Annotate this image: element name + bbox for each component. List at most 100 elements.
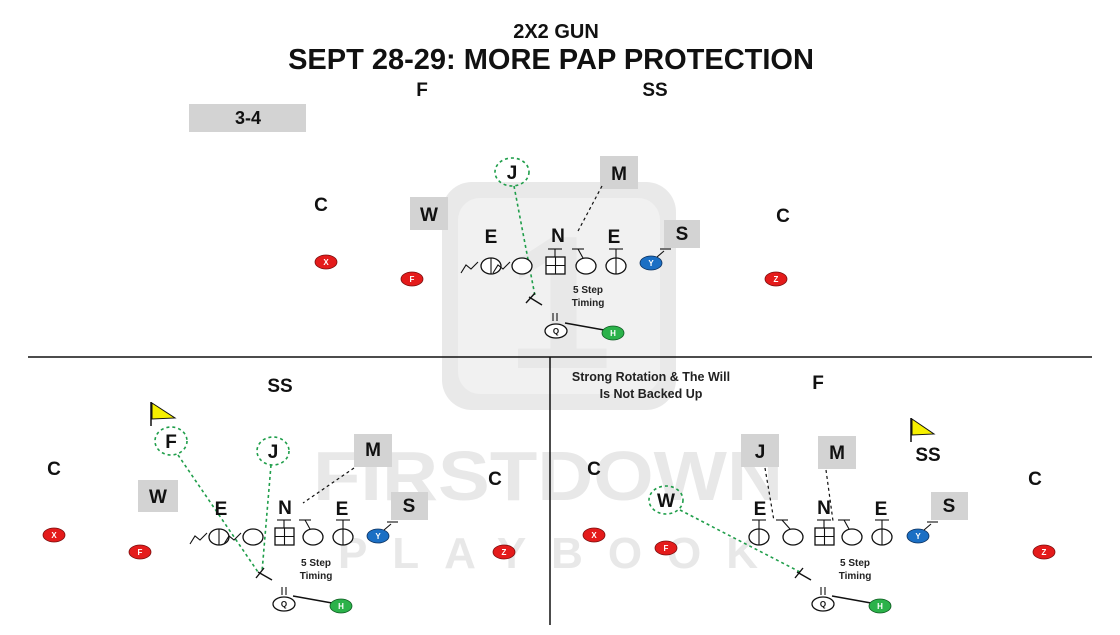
br-nose-label: N [817, 498, 831, 519]
br-receiver-z-label: Z [1042, 548, 1047, 557]
bl-halfback [329, 598, 353, 614]
br-mike-box [818, 436, 856, 469]
bl-nose-label: N [278, 498, 292, 519]
top-sam-label: S [676, 224, 689, 245]
bl-timing-note-line1: 5 Step [301, 558, 331, 569]
br-mike-read-line [825, 469, 834, 522]
top-will-box [410, 197, 448, 230]
br-receiver-f-label: F [664, 544, 669, 553]
br-offensive-line [748, 519, 893, 546]
br-mike-label: M [829, 443, 845, 464]
bl-jack-zone [256, 436, 290, 466]
br-strong-safety-label: SS [915, 445, 940, 466]
br-free-safety-label: F [812, 373, 824, 394]
bl-strong-safety-label: SS [267, 376, 292, 397]
br-will-label: W [657, 491, 675, 512]
br-will-zone [648, 485, 684, 515]
br-lg [782, 528, 804, 546]
br-timing-note-line2: Timing [839, 571, 872, 582]
bl-timing-note-line2: Timing [300, 571, 333, 582]
br-end-right-label: E [875, 499, 888, 520]
br-quarterback-label: Q [820, 600, 826, 609]
bl-lg [242, 528, 264, 546]
bottom-right-diagram: Strong Rotation & The Will Is Not Backed… [572, 370, 1056, 614]
bottom-left-diagram: SS F J M C C W E N E S [42, 376, 516, 614]
top-timing-note-line1: 5 Step [573, 285, 603, 296]
top-corner-right-label: C [776, 206, 790, 227]
top-will-label: W [420, 205, 438, 226]
br-jack-box [741, 434, 779, 467]
br-timing-note-line1: 5 Step [840, 558, 870, 569]
br-halfback-label: H [877, 602, 883, 611]
top-rg [575, 257, 597, 275]
br-corner-right-label: C [1028, 469, 1042, 490]
top-timing-note-line2: Timing [572, 298, 605, 309]
top-jack-drop-line [513, 185, 536, 297]
top-receiver-f [400, 271, 424, 287]
bl-will-box [138, 480, 178, 512]
bl-mike-read-line [302, 467, 355, 504]
top-sam-box [664, 220, 700, 248]
bl-quarterback [272, 596, 296, 612]
bl-free-safety-label: F [165, 432, 177, 453]
br-quarterback [811, 596, 835, 612]
top-diagram: 3-4 F SS C C W J M E N E S [189, 80, 790, 341]
bl-corner-left-label: C [47, 459, 61, 480]
bl-will-label: W [149, 487, 167, 508]
br-will-drop-line [679, 509, 801, 573]
play-formation-subtitle: 2X2 GUN [513, 21, 599, 43]
br-receiver-x [582, 527, 606, 543]
top-tight-end-y [639, 255, 663, 271]
bl-tight-end-y [366, 528, 390, 544]
top-end-left-label: E [485, 227, 498, 248]
top-tight-end-y-label: Y [648, 259, 654, 268]
br-flag-icon [910, 418, 936, 442]
top-halfback [601, 325, 625, 341]
top-corner-left-label: C [314, 195, 328, 216]
br-tight-end-y [906, 528, 930, 544]
br-halfback [868, 598, 892, 614]
br-receiver-z [1032, 544, 1056, 560]
br-tight-end-y-label: Y [915, 532, 921, 541]
bl-receiver-x-label: X [51, 531, 57, 540]
top-offensive-line [460, 248, 627, 275]
bl-mike-label: M [365, 440, 381, 461]
top-mike-box [600, 156, 638, 189]
top-receiver-z-label: Z [774, 275, 779, 284]
watermark-logo-number: 1 [506, 197, 612, 409]
bl-rg [302, 528, 324, 546]
bl-tight-end-y-label: Y [375, 532, 381, 541]
top-nose-label: N [551, 226, 565, 247]
bl-end-right-label: E [336, 499, 349, 520]
bl-free-safety-zone [154, 426, 188, 456]
bl-end-left-label: E [215, 499, 228, 520]
top-receiver-z [764, 271, 788, 287]
br-sam-label: S [943, 496, 956, 517]
page-title: SEPT 28-29: MORE PAP PROTECTION [288, 44, 814, 76]
front-label-box [189, 104, 306, 132]
br-sam-box [931, 492, 968, 520]
top-quarterback-label: Q [553, 327, 559, 336]
bl-receiver-f [128, 544, 152, 560]
bl-receiver-z [492, 544, 516, 560]
top-lg [511, 257, 533, 275]
bl-receiver-z-label: Z [502, 548, 507, 557]
br-rg [841, 528, 863, 546]
br-jack-read-line [764, 467, 775, 522]
top-mike-read-line [576, 185, 603, 234]
br-corner-left-label: C [587, 459, 601, 480]
br-jack-label: J [755, 442, 766, 463]
top-free-safety-label: F [416, 80, 428, 101]
top-jack-label: J [507, 163, 518, 184]
bl-sam-box [391, 492, 428, 520]
br-receiver-f [654, 540, 678, 556]
top-receiver-x-label: X [323, 258, 329, 267]
bl-offensive-line [189, 519, 354, 546]
top-receiver-x [314, 254, 338, 270]
bl-receiver-f-label: F [138, 548, 143, 557]
top-receiver-f-label: F [410, 275, 415, 284]
front-label: 3-4 [235, 108, 261, 128]
br-end-left-label: E [754, 499, 767, 520]
top-mike-label: M [611, 164, 627, 185]
top-end-right-label: E [608, 227, 621, 248]
